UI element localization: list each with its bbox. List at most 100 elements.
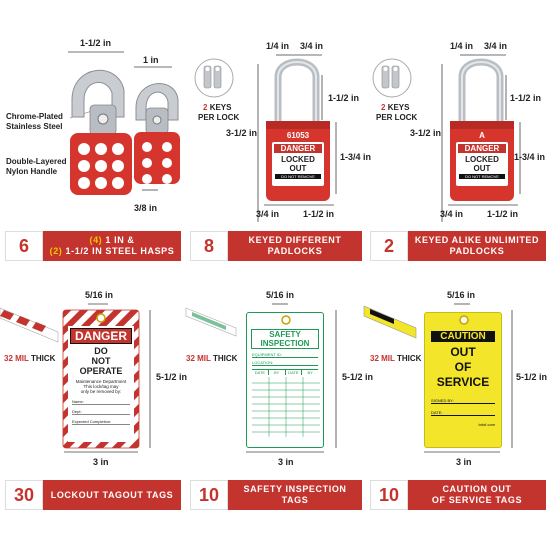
inspection-tag-title: SAFETY INSPECTION	[251, 329, 319, 349]
keyed-alike-banner: 2 KEYED ALIKE UNLIMITED PADLOCKS	[370, 231, 546, 261]
caution-tag-edge-image	[363, 305, 417, 339]
caution-tag-line3: SERVICE	[436, 375, 490, 389]
inspection-dim-top: 5/16 in	[266, 290, 295, 300]
caution-banner-text: CAUTION OUT OF SERVICE TAGS	[408, 484, 546, 506]
inspection-mil-count: 32 MIL	[186, 354, 211, 363]
hasps-banner: 6 (4) 1 IN & (2) 1-1/2 IN STEEL HASPS	[5, 231, 181, 261]
lockout-tag-dept: Maintenance Department	[75, 379, 127, 384]
keyed-alike-count: 2	[370, 231, 408, 261]
caution-tag-date: DATE:	[431, 410, 495, 416]
inspection-tag-grid	[252, 377, 320, 437]
dim-different-top-left: 1/4 in	[266, 41, 290, 51]
lock-donot-alike: DO NOT REMOVE	[459, 174, 505, 179]
lockout-tag-info1: This lock/tag may	[83, 384, 119, 389]
lock-code-alike: A	[479, 131, 485, 140]
keys-text-different: KEYS	[209, 103, 232, 112]
inspection-tag-edge-image	[185, 307, 237, 337]
lockout-banner-text: LOCKOUT TAGOUT TAGS	[50, 489, 174, 500]
inspection-tag-body: SAFETY INSPECTION EQUIPMENT ID: LOCATION…	[246, 312, 324, 448]
keyed-different-banner: 8 KEYED DIFFERENT PADLOCKS	[190, 231, 362, 261]
caution-dim-bottom: 3 in	[456, 457, 472, 467]
dim-different-bottom-left: 3/4 in	[256, 209, 280, 219]
keyed-alike-text-1: KEYED ALIKE UNLIMITED	[414, 235, 540, 245]
hasp-dim-wide: 1-1/2 in	[80, 38, 112, 48]
keys-perlock-alike: PER LOCK	[376, 113, 418, 122]
caution-banner: 10 CAUTION OUT OF SERVICE TAGS	[370, 480, 546, 510]
lockout-tag-info2: only be removed by:	[80, 389, 122, 394]
inspection-col-date-1: DATE	[252, 370, 269, 375]
inspection-banner-count: 10	[190, 480, 228, 510]
lockout-tag-name: Name:	[72, 399, 130, 405]
caution-banner-text-1: CAUTION OUT	[442, 484, 512, 494]
caution-dim-side: 5-1/2 in	[516, 372, 548, 382]
lock-locked-alike-1: LOCKED	[465, 155, 499, 164]
keys-circle-alike	[372, 58, 412, 98]
lockout-tag-danger: DANGER	[70, 328, 132, 344]
hasps-banner-text: (4) 1 IN & (2) 1-1/2 IN STEEL HASPS	[43, 235, 181, 257]
dim-alike-bottom-left: 3/4 in	[440, 209, 464, 219]
inspection-tag-grommet	[281, 315, 291, 325]
label-handle-line2: Nylon Handle	[6, 167, 58, 176]
inspection-tag-columns: DATE BY DATE BY	[252, 369, 318, 375]
dim-alike-bottom-right: 1-1/2 in	[487, 209, 519, 219]
dim-alike-top-left: 1/4 in	[450, 41, 474, 51]
lock-locked-alike-2: OUT	[473, 164, 491, 173]
keyed-alike-text-2: PADLOCKS	[449, 246, 505, 256]
keys-perlock-different: PER LOCK	[198, 113, 240, 122]
large-hasp-image	[70, 69, 132, 195]
keyed-different-count: 8	[190, 231, 228, 261]
inspection-banner-text: SAFETY INSPECTION TAGS	[243, 484, 347, 505]
lock-code-different: 61053	[286, 131, 310, 140]
keyed-different-text-1: KEYED DIFFERENT	[248, 235, 342, 245]
keyed-different-text: KEYED DIFFERENT PADLOCKS	[228, 235, 362, 257]
small-hasp-image	[134, 83, 180, 184]
lockout-tag-line3: OPERATE	[79, 366, 123, 376]
hasp-dim-bottom: 3/8 in	[134, 203, 158, 213]
lockout-tag-expected: Expected Completion:	[72, 419, 130, 425]
keys-circle-different	[194, 58, 234, 98]
inspection-col-date-2: DATE	[286, 370, 303, 375]
caution-tag-line2: OF	[454, 360, 472, 374]
caution-banner-text-2: OF SERVICE TAGS	[431, 495, 523, 505]
keyed-different-text-2: PADLOCKS	[267, 246, 323, 256]
inspection-tag-title-2: INSPECTION	[260, 339, 310, 348]
lockout-mil-count: 32 MIL	[4, 354, 29, 363]
inspection-col-by-1: BY	[269, 370, 286, 375]
dim-different-height: 3-1/2 in	[226, 128, 258, 138]
hasp-dim-small: 1 in	[143, 55, 159, 65]
keys-label-alike: 2 KEYS	[381, 103, 409, 113]
hasps-count-1in: (4)	[89, 235, 103, 245]
lockout-tag-dept-field: Dept:	[72, 409, 130, 415]
inspection-banner: 10 SAFETY INSPECTION TAGS	[190, 480, 362, 510]
dim-alike-height: 3-1/2 in	[410, 128, 442, 138]
lockout-mil-text: THICK	[28, 354, 56, 363]
label-steel-line1: Chrome-Plated	[6, 112, 63, 121]
inspection-dim-bottom: 3 in	[278, 457, 294, 467]
hasps-text-112in: 1-1/2 IN STEEL HASPS	[62, 246, 175, 256]
caution-tag-body: CAUTION OUT OF SERVICE SIGNED BY: DATE: …	[424, 312, 502, 448]
lockout-tag-line1: DO	[94, 346, 108, 356]
lockout-tag-body: DANGER DO NOT OPERATE Maintenance Depart…	[68, 326, 134, 442]
lockout-dim-side: 5-1/2 in	[156, 372, 188, 382]
lockout-dim-bottom: 3 in	[93, 457, 109, 467]
lockout-banner-count: 30	[5, 480, 43, 510]
lock-locked-different-1: LOCKED	[281, 155, 315, 164]
hasps-text-1in: 1 IN &	[102, 235, 135, 245]
hasps-count-112in: (2)	[49, 246, 63, 256]
lock-donot-different: DO NOT REMOVE	[275, 174, 321, 179]
dim-alike-top-right: 3/4 in	[484, 41, 508, 51]
lock-label-different: DANGER LOCKED OUT DO NOT REMOVE	[272, 142, 324, 186]
lock-danger-alike: DANGER	[458, 144, 506, 153]
inspection-col-by-2: BY	[307, 370, 313, 375]
caution-dim-top: 5/16 in	[447, 290, 476, 300]
dim-alike-shackle: 1-1/2 in	[510, 93, 542, 103]
lock-danger-different: DANGER	[274, 144, 322, 153]
lockout-tag-line2: NOT	[91, 356, 111, 366]
caution-tag-grommet	[459, 315, 469, 325]
lockout-tag-edge-image	[0, 307, 59, 343]
caution-mil-label: 32 MIL THICK	[370, 354, 421, 364]
